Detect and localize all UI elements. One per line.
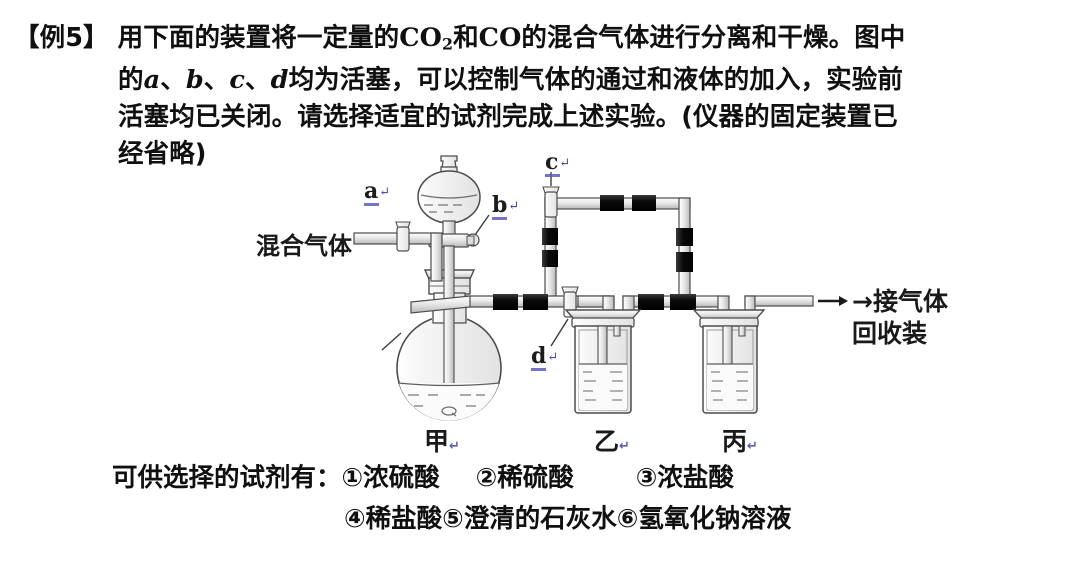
wash-bottle-bing	[692, 295, 814, 414]
gas-recovery-note-line2: 回收装	[852, 319, 928, 348]
reagent-option-1-name: 浓硫酸	[363, 463, 440, 493]
vessel-name-yi-text: 乙	[594, 427, 620, 456]
vessel-name-yi: 乙↵	[594, 422, 630, 458]
reagent-row-2: ④稀盐酸⑤澄清的石灰水⑥氢氧化钠溶液	[112, 499, 1072, 540]
pilcrow-icon-yi: ↵	[619, 439, 630, 454]
vessel-name-jia: 甲↵	[424, 422, 460, 458]
reagent-options: 可供选择的试剂有：①浓硫酸 ②稀硫酸 ③浓盐酸 ④稀盐酸⑤澄清的石灰水⑥氢氧化钠溶液	[112, 458, 1072, 540]
pilcrow-icon-jia: ↵	[449, 439, 460, 454]
flask-jia	[396, 245, 502, 421]
problem-line-3: 活塞均已关闭。请选择适宜的试剂完成上述实验。(仪器的固定装置已	[118, 102, 898, 133]
reagent-option-4-num: ④	[344, 504, 366, 534]
reagent-row-1: 可供选择的试剂有：①浓硫酸 ②稀硫酸 ③浓盐酸	[112, 458, 1072, 499]
stopcock-label-d: d↵	[531, 343, 559, 371]
reagent-option-1[interactable]: ①浓硫酸	[342, 463, 440, 493]
problem-line-1-text: 用下面的装置将一定量的CO2和CO的混合气体进行分离和干燥。图中	[117, 23, 906, 54]
reagent-option-6[interactable]: ⑥氢氧化钠溶液	[617, 504, 792, 534]
reagent-option-4-name: 稀盐酸	[365, 504, 443, 534]
reagent-option-6-num: ⑥	[616, 504, 639, 534]
leader-line-b	[474, 214, 490, 236]
stopcock-label-a: a↵	[364, 178, 391, 206]
gas-inlet-tube-with-stopcock-a	[353, 221, 443, 282]
problem-statement: 【例5】 用下面的装置将一定量的CO2和CO的混合气体进行分离和干燥。图中 的a…	[14, 20, 1070, 173]
leader-line-d	[550, 318, 569, 347]
problem-line-2: 的a、b、c、d均为活塞，可以控制气体的通过和液体的加入，实验前	[14, 62, 1070, 99]
reagent-option-6-name: 氢氧化钠溶液	[638, 504, 792, 534]
reagent-option-1-num: ①	[341, 463, 364, 493]
reagent-option-4[interactable]: ④稀盐酸	[344, 504, 442, 534]
vessel-name-bing: 丙↵	[722, 422, 758, 458]
bypass-loop-with-stopcock-c	[542, 186, 693, 303]
stopcock-label-b-text: b	[492, 192, 508, 218]
pilcrow-icon-bing: ↵	[747, 439, 758, 454]
pilcrow-icon-d: ↵	[547, 350, 559, 365]
leader-line-a	[381, 332, 402, 351]
apparatus-svg	[353, 155, 848, 421]
stopcock-label-b: b↵	[492, 192, 520, 220]
pilcrow-icon-b: ↵	[508, 199, 520, 214]
apparatus-diagram: 混合气体 a↵ b↵ c↵ d↵ →接气体 回收装 甲↵ 乙↵ 丙↵	[0, 149, 1080, 456]
reagent-option-5-name: 澄清的石灰水	[463, 504, 617, 534]
main-horizontal-line-with-stopcock-d	[410, 286, 615, 318]
vessel-name-jia-text: 甲	[424, 427, 450, 456]
reagent-option-3[interactable]: ③浓盐酸	[636, 463, 734, 493]
reagent-option-5[interactable]: ⑤澄清的石灰水	[442, 504, 617, 534]
pilcrow-icon-c: ↵	[559, 156, 571, 171]
gas-recovery-note: →接气体 回收装	[852, 286, 948, 350]
leader-lines	[381, 172, 569, 351]
reagent-option-3-num: ③	[635, 463, 658, 493]
outlet-arrow-icon	[818, 296, 848, 306]
pilcrow-icon-a: ↵	[379, 185, 391, 200]
reagent-option-2-num: ②	[475, 463, 498, 493]
problem-tag: 【例5】	[14, 23, 109, 53]
vessel-name-bing-text: 丙	[722, 427, 748, 456]
stopcock-label-d-text: d	[531, 343, 547, 369]
gas-recovery-note-line1: →接气体	[852, 287, 948, 316]
stopcock-label-c-text: c	[545, 149, 559, 175]
stopcock-label-a-text: a	[364, 178, 379, 204]
reagent-option-2[interactable]: ②稀硫酸	[476, 463, 574, 493]
gas-inlet-label: 混合气体	[256, 232, 352, 260]
reagent-option-3-name: 浓盐酸	[657, 463, 734, 493]
reagent-option-5-num: ⑤	[442, 504, 464, 534]
problem-line-1: 【例5】 用下面的装置将一定量的CO2和CO的混合气体进行分离和干燥。图中	[14, 20, 1070, 62]
reagent-prompt: 可供选择的试剂有：	[112, 463, 342, 493]
problem-line-4: 经省略)	[118, 139, 207, 170]
problem-line-2-text: 的a、b、c、d均为活塞，可以控制气体的通过和液体的加入，实验前	[118, 65, 903, 96]
stopcock-label-c: c↵	[545, 149, 571, 177]
reagent-option-2-name: 稀硫酸	[497, 463, 574, 493]
